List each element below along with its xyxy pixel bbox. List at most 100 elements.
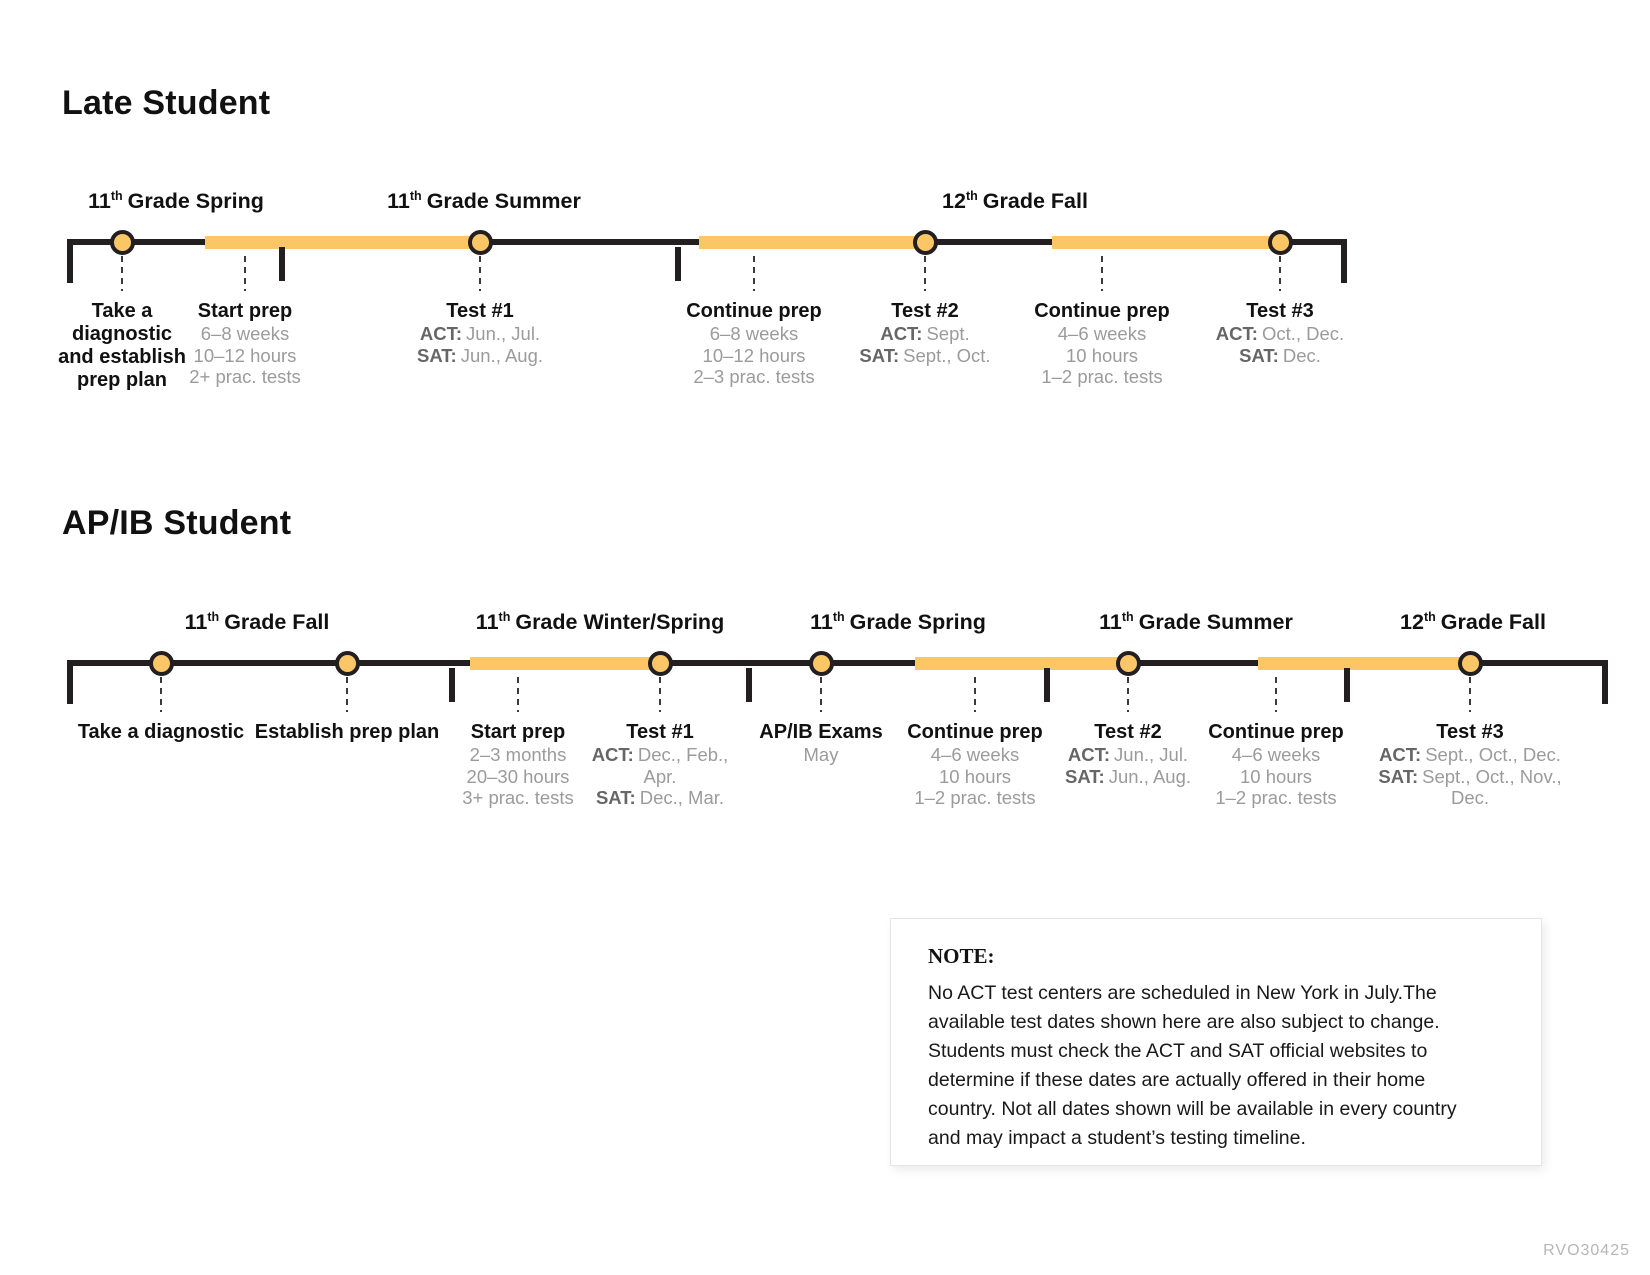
prep-period-bar <box>1258 656 1470 670</box>
event-detail: SAT:Sept., Oct., Nov., <box>1378 766 1561 788</box>
test-detail-text: 10 hours <box>1065 344 1138 366</box>
grade-ordinal-suffix: th <box>832 610 845 624</box>
event-detail: ACT:Dec., Feb., <box>592 744 729 766</box>
event-title: Test #1 <box>626 721 694 743</box>
event-detail: May <box>759 744 882 766</box>
test-name-label: ACT: <box>1379 744 1422 765</box>
event-title: Continue prep <box>686 300 822 322</box>
timeline-axis <box>70 660 1605 666</box>
grade-ordinal-suffix: th <box>110 189 123 203</box>
test-detail-text: 6–8 weeks <box>709 323 799 344</box>
note-body: No ACT test centers are scheduled in New… <box>928 982 1457 1149</box>
event-title: Continue prep <box>1034 300 1170 322</box>
axis-end-cap <box>67 660 73 704</box>
event-detail: 1–2 prac. tests <box>1208 787 1344 809</box>
test-name-label: ACT: <box>880 323 923 344</box>
event-title: Continue prep <box>1208 721 1344 743</box>
period-name: Grade Fall <box>982 189 1088 213</box>
event-detail: SAT:Jun., Aug. <box>417 345 543 367</box>
event-title: Test #2 <box>1094 721 1162 743</box>
grade-ordinal-suffix: th <box>1423 610 1436 624</box>
apib-student-title: AP/IB Student <box>62 504 292 542</box>
test-detail-text: Jun., Aug. <box>1108 765 1192 787</box>
leader-dashed-line <box>121 256 123 291</box>
test-detail-text: 20–30 hours <box>466 765 570 787</box>
event-title: Establish prep plan <box>254 721 440 743</box>
leader-dashed-line <box>753 256 755 291</box>
revision-code: RVO30425 <box>1543 1242 1630 1259</box>
note-heading: NOTE: <box>928 944 995 968</box>
period-name: Grade Winter/Spring <box>515 610 725 634</box>
leader-dashed-line <box>517 677 519 712</box>
event-detail: SAT:Dec. <box>1216 345 1344 367</box>
event-detail: 6–8 weeks <box>686 323 822 345</box>
period-divider-tick <box>279 247 285 281</box>
event-detail: SAT:Sept., Oct. <box>859 345 990 367</box>
test-name-label: ACT: <box>591 744 634 765</box>
test-detail-text: 1–2 prac. tests <box>1041 366 1163 387</box>
test-detail-text: Sept., Oct., Dec. <box>1425 744 1561 765</box>
test-detail-text: Jun., Jul. <box>1114 744 1189 765</box>
event-detail: 10 hours <box>907 766 1043 788</box>
prep-period-bar <box>699 235 925 249</box>
event-title: and establish <box>58 346 186 368</box>
test-name-label: SAT: <box>1239 344 1279 366</box>
period-name: Grade Summer <box>1138 610 1293 634</box>
note-box: NOTE: No ACT test centers are scheduled … <box>890 918 1542 1166</box>
test-detail-text: 10 hours <box>938 765 1011 787</box>
test-detail-text: Dec., Feb., <box>637 744 729 765</box>
period-divider-tick <box>675 247 681 281</box>
test-detail-text: 2–3 prac. tests <box>693 366 815 387</box>
period-name: Grade Fall <box>224 610 330 634</box>
event-title: AP/IB Exams <box>759 721 883 743</box>
milestone-dot <box>808 650 834 676</box>
prep-period-bar <box>1052 235 1280 249</box>
test-detail-text: 10 hours <box>1239 765 1312 787</box>
leader-dashed-line <box>1279 256 1281 291</box>
event-title: Continue prep <box>907 721 1043 743</box>
milestone-dot <box>1457 650 1483 676</box>
grade-number: 11 <box>184 610 208 634</box>
leader-dashed-line <box>924 256 926 291</box>
test-name-label: SAT: <box>595 787 636 808</box>
prep-period-bar <box>915 656 1128 670</box>
event-detail: 4–6 weeks <box>907 744 1043 766</box>
leader-dashed-line <box>244 256 246 291</box>
grade-number: 11 <box>387 189 410 213</box>
leader-dashed-line <box>1127 677 1129 712</box>
event-detail: 10 hours <box>1034 345 1170 367</box>
period-name: Grade Summer <box>426 189 581 213</box>
test-detail-text: May <box>803 744 839 765</box>
prep-period-bar <box>205 235 480 249</box>
event-detail: ACT:Sept., Oct., Dec. <box>1378 744 1561 766</box>
event-title: prep plan <box>76 369 167 391</box>
milestone-dot <box>1267 229 1293 255</box>
test-detail-text: 1–2 prac. tests <box>914 787 1036 808</box>
test-detail-text: 4–6 weeks <box>930 744 1020 765</box>
event-detail: 2–3 prac. tests <box>686 366 822 388</box>
event-detail: 6–8 weeks <box>189 323 301 345</box>
event-detail: 4–6 weeks <box>1208 744 1344 766</box>
event-detail: ACT:Oct., Dec. <box>1216 323 1344 345</box>
test-detail-text: 1–2 prac. tests <box>1215 787 1337 808</box>
grade-ordinal-suffix: th <box>498 610 511 624</box>
event-detail: ACT:Jun., Jul. <box>417 323 543 345</box>
axis-end-cap <box>67 239 73 283</box>
event-detail: Dec. <box>1378 787 1561 809</box>
grade-number: 11 <box>810 610 833 634</box>
event-detail: 1–2 prac. tests <box>907 787 1043 809</box>
leader-dashed-line <box>479 256 481 291</box>
grade-ordinal-suffix: th <box>207 610 220 624</box>
period-divider-tick <box>746 668 752 702</box>
